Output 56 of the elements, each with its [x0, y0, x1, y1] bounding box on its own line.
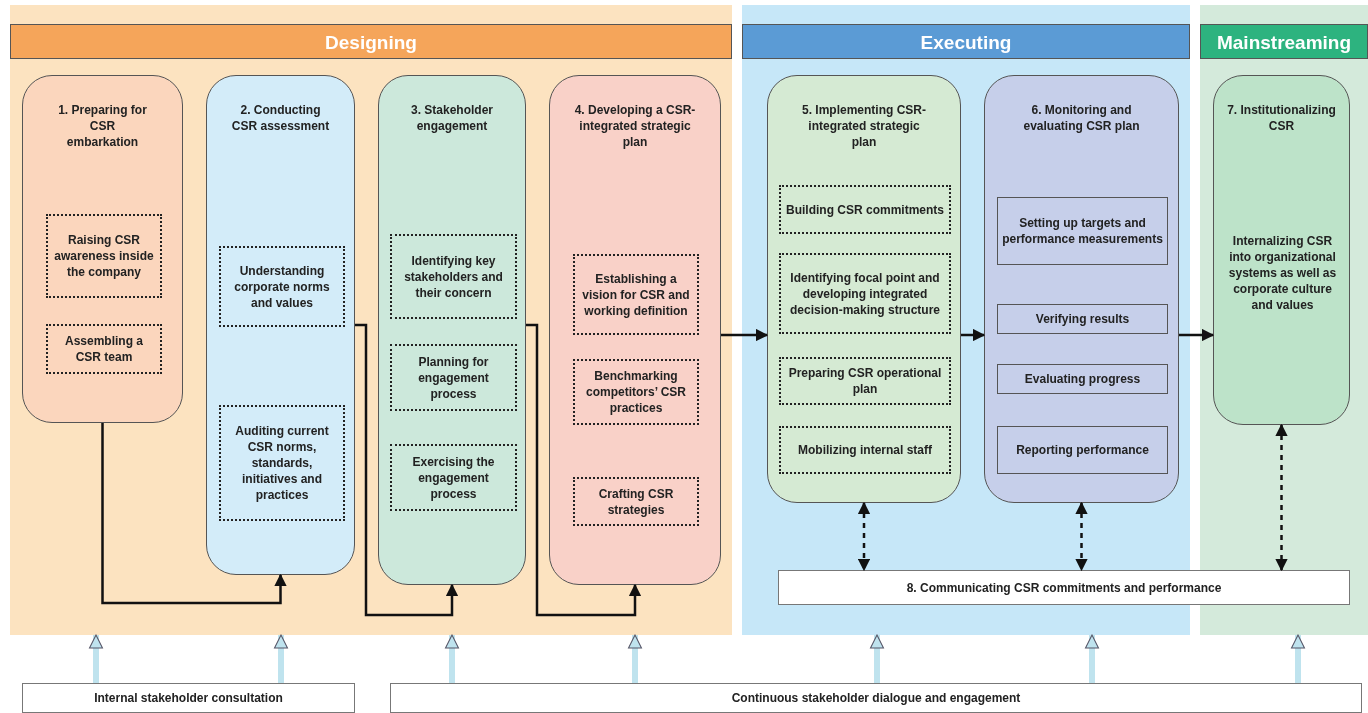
block-arrow	[628, 634, 642, 683]
arrow	[961, 328, 986, 342]
arrow	[1179, 328, 1215, 342]
block-arrow	[1291, 634, 1305, 683]
arrow	[526, 323, 642, 617]
dashed-arrow	[1075, 501, 1088, 572]
label-box: 8. Communicating CSR commitments and performance	[778, 570, 1350, 605]
phase-header: Designing	[10, 24, 732, 59]
task-box: Auditing current CSR norms, standards, initiatives and practices	[219, 405, 345, 521]
stage-panel	[206, 75, 355, 575]
phase-header: Executing	[742, 24, 1190, 59]
task-box: Benchmarking competitors’ CSR practices	[573, 359, 699, 425]
task-box: Identifying focal point and developing integrated decision-making structure	[779, 253, 951, 334]
task-box: Mobilizing internal staff	[779, 426, 951, 474]
label-box: Continuous stakeholder dialogue and engagement	[390, 683, 1362, 713]
task-box: Building CSR commitments	[779, 185, 951, 234]
stage-title: 6. Monitoring and evaluating CSR plan	[1022, 102, 1141, 134]
stage-panel	[378, 75, 526, 585]
task-box: Preparing CSR operational plan	[779, 357, 951, 405]
stage-title: 7. Institutionalizing CSR	[1226, 102, 1337, 134]
stage-title: 5. Implementing CSR-integrated strategic plan	[801, 102, 927, 150]
stage-title: 1. Preparing for CSR embarkation	[57, 102, 148, 150]
stage-panel	[1213, 75, 1350, 425]
task-box: Raising CSR awareness inside the company	[46, 214, 162, 298]
phase-header: Mainstreaming	[1200, 24, 1368, 59]
task-box: Crafting CSR strategies	[573, 477, 699, 526]
stage-panel	[984, 75, 1179, 503]
task-box: Reporting performance	[997, 426, 1168, 474]
block-arrow	[1085, 634, 1099, 683]
block-arrow	[445, 634, 459, 683]
stage-panel	[767, 75, 961, 503]
stage-title: 3. Stakeholder engagement	[410, 102, 494, 134]
task-box: Evaluating progress	[997, 364, 1168, 394]
task-box: Establishing a vision for CSR and working definition	[573, 254, 699, 335]
stage-title: 2. Conducting CSR assessment	[230, 102, 331, 134]
phase-band	[10, 5, 732, 635]
task-box: Planning for engagement process	[390, 344, 517, 411]
arrow	[721, 328, 769, 342]
block-arrow	[870, 634, 884, 683]
stage-panel	[22, 75, 183, 423]
stage-title: 4. Developing a CSR-integrated strategic plan	[573, 102, 697, 150]
task-box: Identifying key stakeholders and their concern	[390, 234, 517, 319]
stage-panel	[549, 75, 721, 585]
label-box: Internal stakeholder consultation	[22, 683, 355, 713]
task-box: Verifying results	[997, 304, 1168, 334]
task-box: Exercising the engagement process	[390, 444, 517, 511]
dashed-arrow	[857, 501, 871, 572]
arrow	[355, 323, 459, 617]
task-box: Understanding corporate norms and values	[219, 246, 345, 327]
task-box: Setting up targets and performance measurements	[997, 197, 1168, 265]
stage-description: Internalizing CSR into organizational systems as well as corporate culture and values	[1228, 233, 1337, 313]
dashed-arrow	[1275, 423, 1288, 572]
block-arrow	[89, 634, 103, 683]
block-arrow	[274, 634, 288, 683]
task-box: Assembling a CSR team	[46, 324, 162, 374]
arrow	[101, 423, 287, 605]
